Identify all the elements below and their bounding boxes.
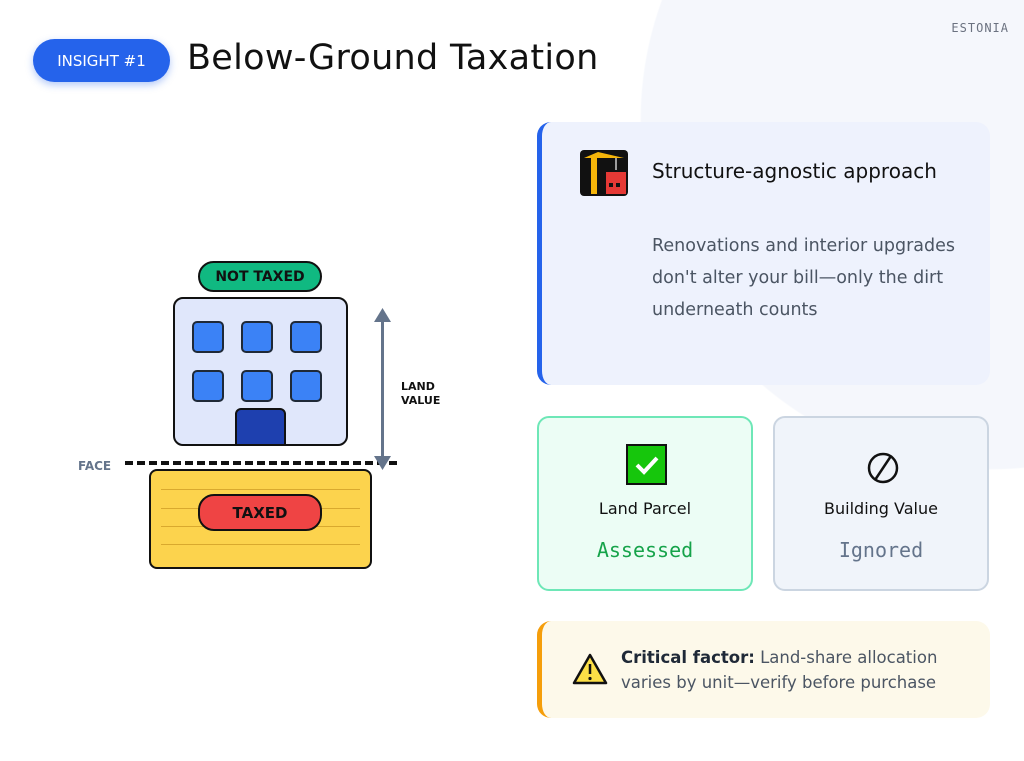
window: [192, 321, 224, 353]
not-taxed-pill: NOT TAXED: [198, 261, 322, 292]
building-value-status: Ignored: [838, 538, 924, 562]
window: [290, 370, 322, 402]
arrow-up-icon: [374, 308, 391, 322]
warning-icon: [572, 653, 608, 685]
land-parcel-status: Assessed: [596, 538, 694, 562]
face-label: FACE: [78, 459, 112, 473]
construction-crane-icon: [580, 150, 628, 196]
land-value-arrow: [381, 318, 384, 460]
structure-agnostic-card: Structure-agnostic approach Renovations …: [537, 122, 990, 385]
insight-badge: INSIGHT #1: [33, 39, 170, 82]
soil-line: [161, 489, 360, 490]
prohibited-icon: [867, 452, 899, 484]
card-description: Renovations and interior upgrades don't …: [652, 236, 956, 320]
warning-text: Critical factor: Land-share allocation v…: [621, 648, 938, 692]
taxed-pill: TAXED: [198, 494, 322, 531]
window: [241, 321, 273, 353]
arrow-down-icon: [374, 456, 391, 470]
window: [192, 370, 224, 402]
card-title: Structure-agnostic approach: [652, 159, 937, 183]
land-parcel-card: Land Parcel Assessed: [537, 416, 753, 591]
door: [235, 408, 286, 446]
page-title: Below-Ground Taxation: [187, 38, 599, 78]
soil-line: [161, 544, 360, 545]
window: [241, 370, 273, 402]
critical-factor-warning: Critical factor: Land-share allocation v…: [537, 621, 990, 718]
window: [290, 321, 322, 353]
building-value-label: Building Value: [824, 499, 938, 518]
check-mark-icon: [626, 444, 667, 485]
land-parcel-label: Land Parcel: [598, 499, 692, 518]
country-label: ESTONIA: [951, 21, 1009, 35]
building-value-card: Building Value Ignored: [773, 416, 989, 591]
surface-line: [125, 461, 397, 465]
